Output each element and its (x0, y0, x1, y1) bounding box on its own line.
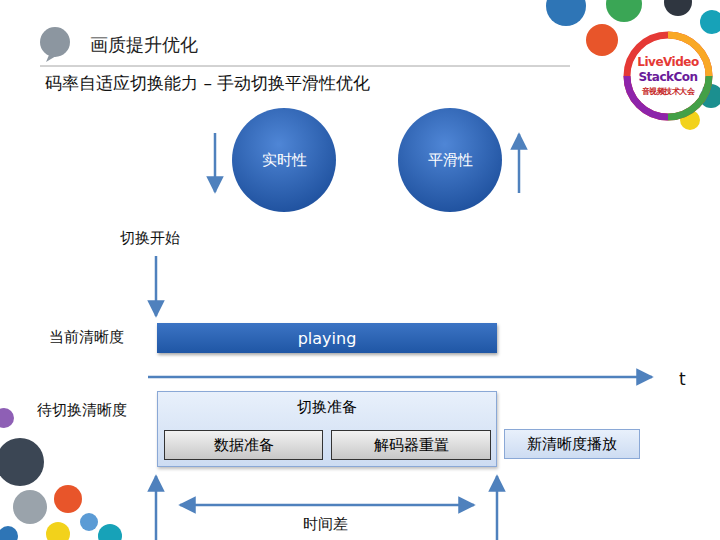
stage-panel: 数据准备 解码器重置切换准备 (157, 391, 497, 467)
annotation-label: t (679, 369, 686, 389)
increase-arrow (518, 134, 521, 193)
logo-text: LiveVideo (637, 55, 698, 69)
time-gap-arrow (180, 504, 474, 507)
annotation-label: 切换开始 (120, 229, 180, 248)
time-axis (148, 376, 652, 379)
node-text: 切换准备 (297, 398, 357, 417)
header-bullet-tail (46, 55, 56, 62)
node-text: 新清晰度播放 (527, 435, 617, 454)
process-box: 数据准备 (164, 430, 323, 460)
marker-arrow (155, 476, 158, 540)
process-box: 解码器重置 (331, 430, 491, 460)
annotation-label: 待切换清晰度 (37, 401, 127, 420)
annotation-label: 码率自适应切换能力 – 手动切换平滑性优化 (45, 72, 370, 95)
node-text: 平滑性 (428, 151, 473, 170)
node-text: playing (298, 329, 357, 348)
property-circle: 平滑性 (398, 108, 502, 212)
corner-bubbles (0, 408, 122, 540)
slide-title: 画质提升优化 (90, 33, 198, 57)
process-box: 新清晰度播放 (504, 429, 640, 459)
header-rule (40, 66, 570, 67)
node-text: 实时性 (262, 151, 307, 170)
node-text: 数据准备 (214, 436, 274, 455)
logo-text: 音视频技术大会 (642, 86, 695, 97)
marker-arrow (496, 476, 499, 540)
annotation-label: 当前清晰度 (49, 328, 124, 347)
playing-bar: playing (157, 323, 497, 353)
header-bullet (40, 27, 70, 57)
start-arrow (155, 256, 158, 316)
logo-text: StackCon (638, 70, 697, 84)
annotation-label: 时间差 (303, 515, 348, 534)
node-text: 解码器重置 (374, 436, 449, 455)
decrease-arrow (214, 133, 217, 192)
logo-bubbles (546, 0, 720, 130)
property-circle: 实时性 (232, 108, 336, 212)
